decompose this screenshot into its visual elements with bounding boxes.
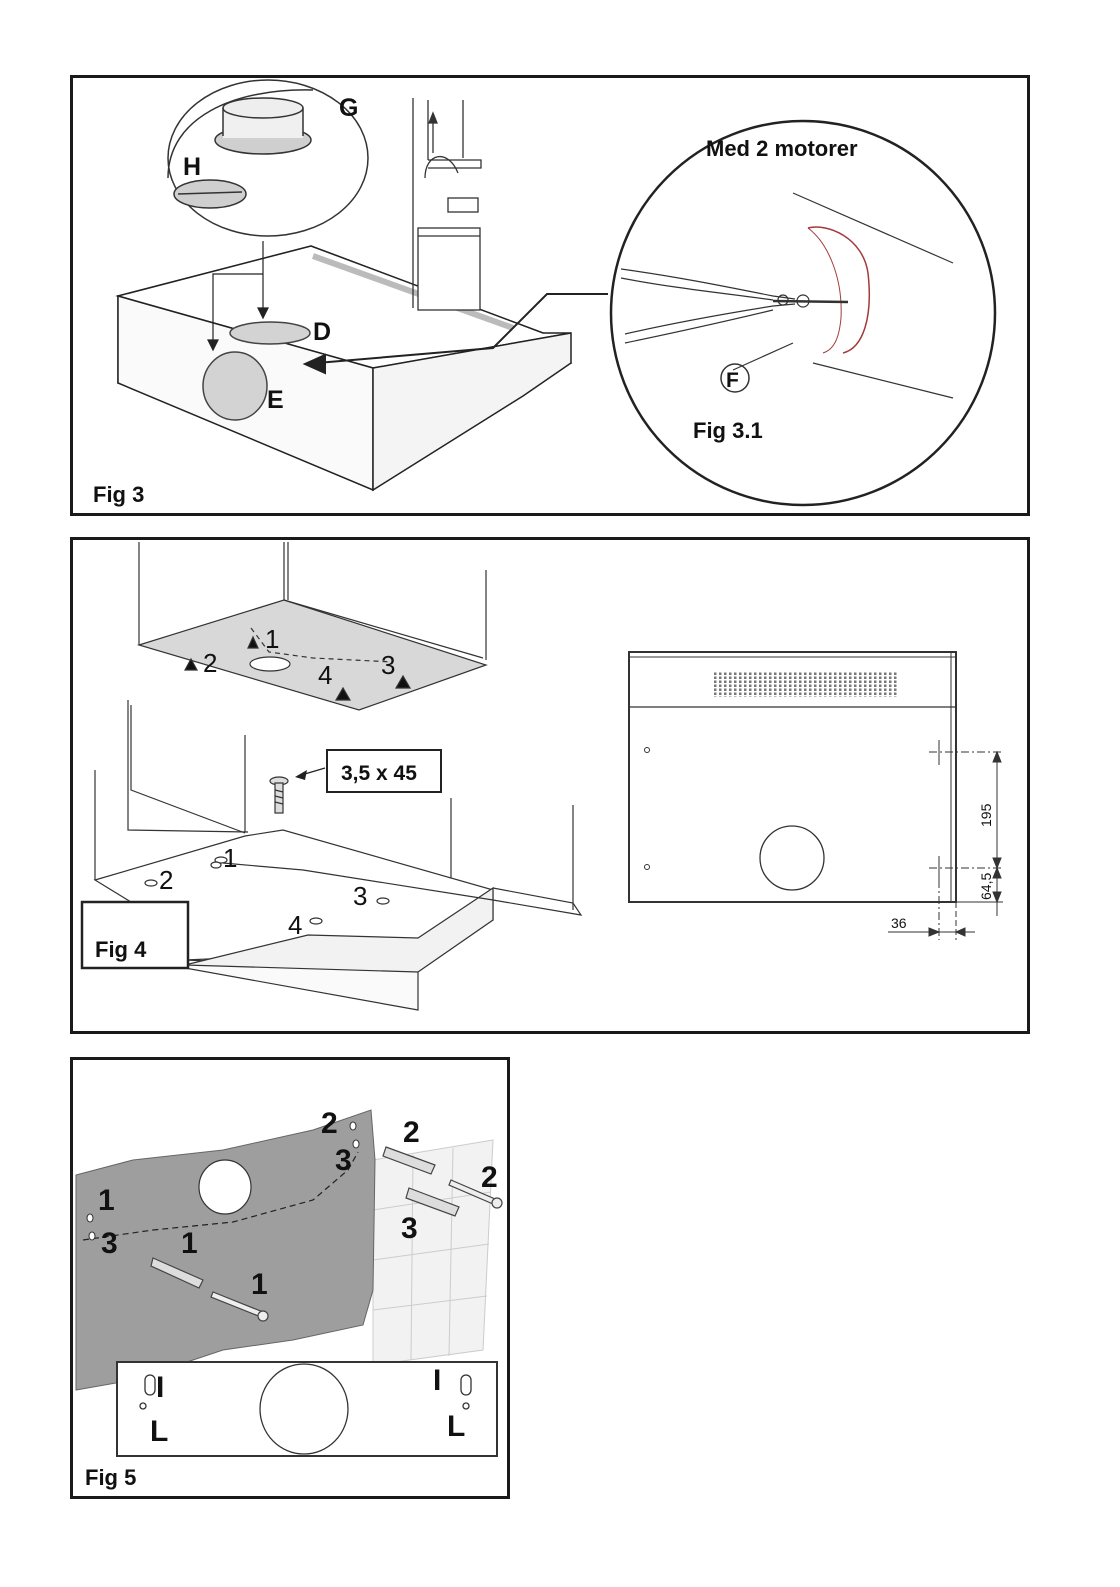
detail-circle-fig3-1 bbox=[611, 121, 995, 505]
vent-grille bbox=[713, 672, 898, 697]
screw-size-label: 3,5 x 45 bbox=[341, 762, 417, 785]
screw-icon bbox=[270, 777, 288, 813]
hole-number-1-top: 1 bbox=[265, 624, 279, 654]
wall-duct-hole bbox=[199, 1160, 251, 1214]
outlet-d bbox=[230, 322, 310, 344]
fig4-drawing: 1 2 3 4 1 2 3 4 bbox=[73, 540, 1033, 1037]
label-e: E bbox=[267, 386, 284, 414]
hole-number-3-top: 3 bbox=[381, 650, 395, 680]
fig5-panel: 1 3 1 1 2 3 2 2 3 I L I L Fig 5 bbox=[70, 1057, 510, 1499]
tiled-wall bbox=[373, 1140, 493, 1365]
connector-h bbox=[174, 180, 246, 208]
plug-number-2: 2 bbox=[403, 1116, 420, 1149]
hole-number-3-hood: 3 bbox=[353, 881, 367, 911]
fig4-panel: 1 2 3 4 1 2 3 4 bbox=[70, 537, 1030, 1034]
dimension-195: 195 bbox=[978, 803, 994, 827]
hole-number-4-hood: 4 bbox=[288, 910, 302, 940]
wall-number-1-left: 1 bbox=[98, 1184, 115, 1217]
template-letter-l-right: L bbox=[447, 1410, 465, 1443]
dimension-64-5: 64,5 bbox=[978, 873, 994, 900]
label-f: F bbox=[726, 369, 739, 392]
hole-number-1-hood: 1 bbox=[223, 843, 237, 873]
detail-title: Med 2 motorer bbox=[706, 136, 858, 161]
template-letter-l-left: L bbox=[150, 1415, 168, 1448]
plug-number-1: 1 bbox=[181, 1227, 198, 1260]
cabinet-underside bbox=[139, 542, 486, 710]
fig3-drawing: G H D E Med 2 motorer F Fig 3.1 Fig 3 bbox=[73, 78, 1033, 519]
outlet-e bbox=[203, 352, 267, 420]
connector-g bbox=[215, 98, 311, 154]
fig5-drawing: 1 3 1 1 2 3 2 2 3 I L I L Fig 5 bbox=[73, 1060, 513, 1502]
template-letter-i-left: I bbox=[156, 1371, 164, 1404]
caption-fig3: Fig 3 bbox=[93, 482, 144, 507]
screw-number-2: 2 bbox=[481, 1161, 498, 1194]
dimension-lines bbox=[888, 740, 1003, 940]
airflow-diagram bbox=[413, 98, 481, 310]
hole-number-2-top: 2 bbox=[203, 648, 217, 678]
caption-fig4: Fig 4 bbox=[95, 937, 147, 962]
caption-fig5: Fig 5 bbox=[85, 1465, 136, 1490]
hole-number-4-top: 4 bbox=[318, 660, 332, 690]
wall-number-3-left: 3 bbox=[101, 1227, 118, 1260]
hole-number-2-hood: 2 bbox=[159, 865, 173, 895]
plug-number-3: 3 bbox=[401, 1212, 418, 1245]
label-g: G bbox=[339, 94, 358, 122]
template-letter-i-right: I bbox=[433, 1364, 441, 1397]
hood-body-fig3 bbox=[118, 246, 571, 490]
wall-number-3-right: 3 bbox=[335, 1144, 352, 1177]
wall-section bbox=[76, 1110, 375, 1390]
caption-fig3-1: Fig 3.1 bbox=[693, 418, 763, 443]
screw-number-1: 1 bbox=[251, 1268, 268, 1301]
fig3-panel: G H D E Med 2 motorer F Fig 3.1 Fig 3 bbox=[70, 75, 1030, 516]
wall-number-2-right: 2 bbox=[321, 1107, 338, 1140]
template-duct-hole bbox=[260, 1364, 348, 1454]
label-h: H bbox=[183, 153, 201, 181]
dimension-36: 36 bbox=[891, 915, 907, 931]
label-d: D bbox=[313, 318, 331, 346]
